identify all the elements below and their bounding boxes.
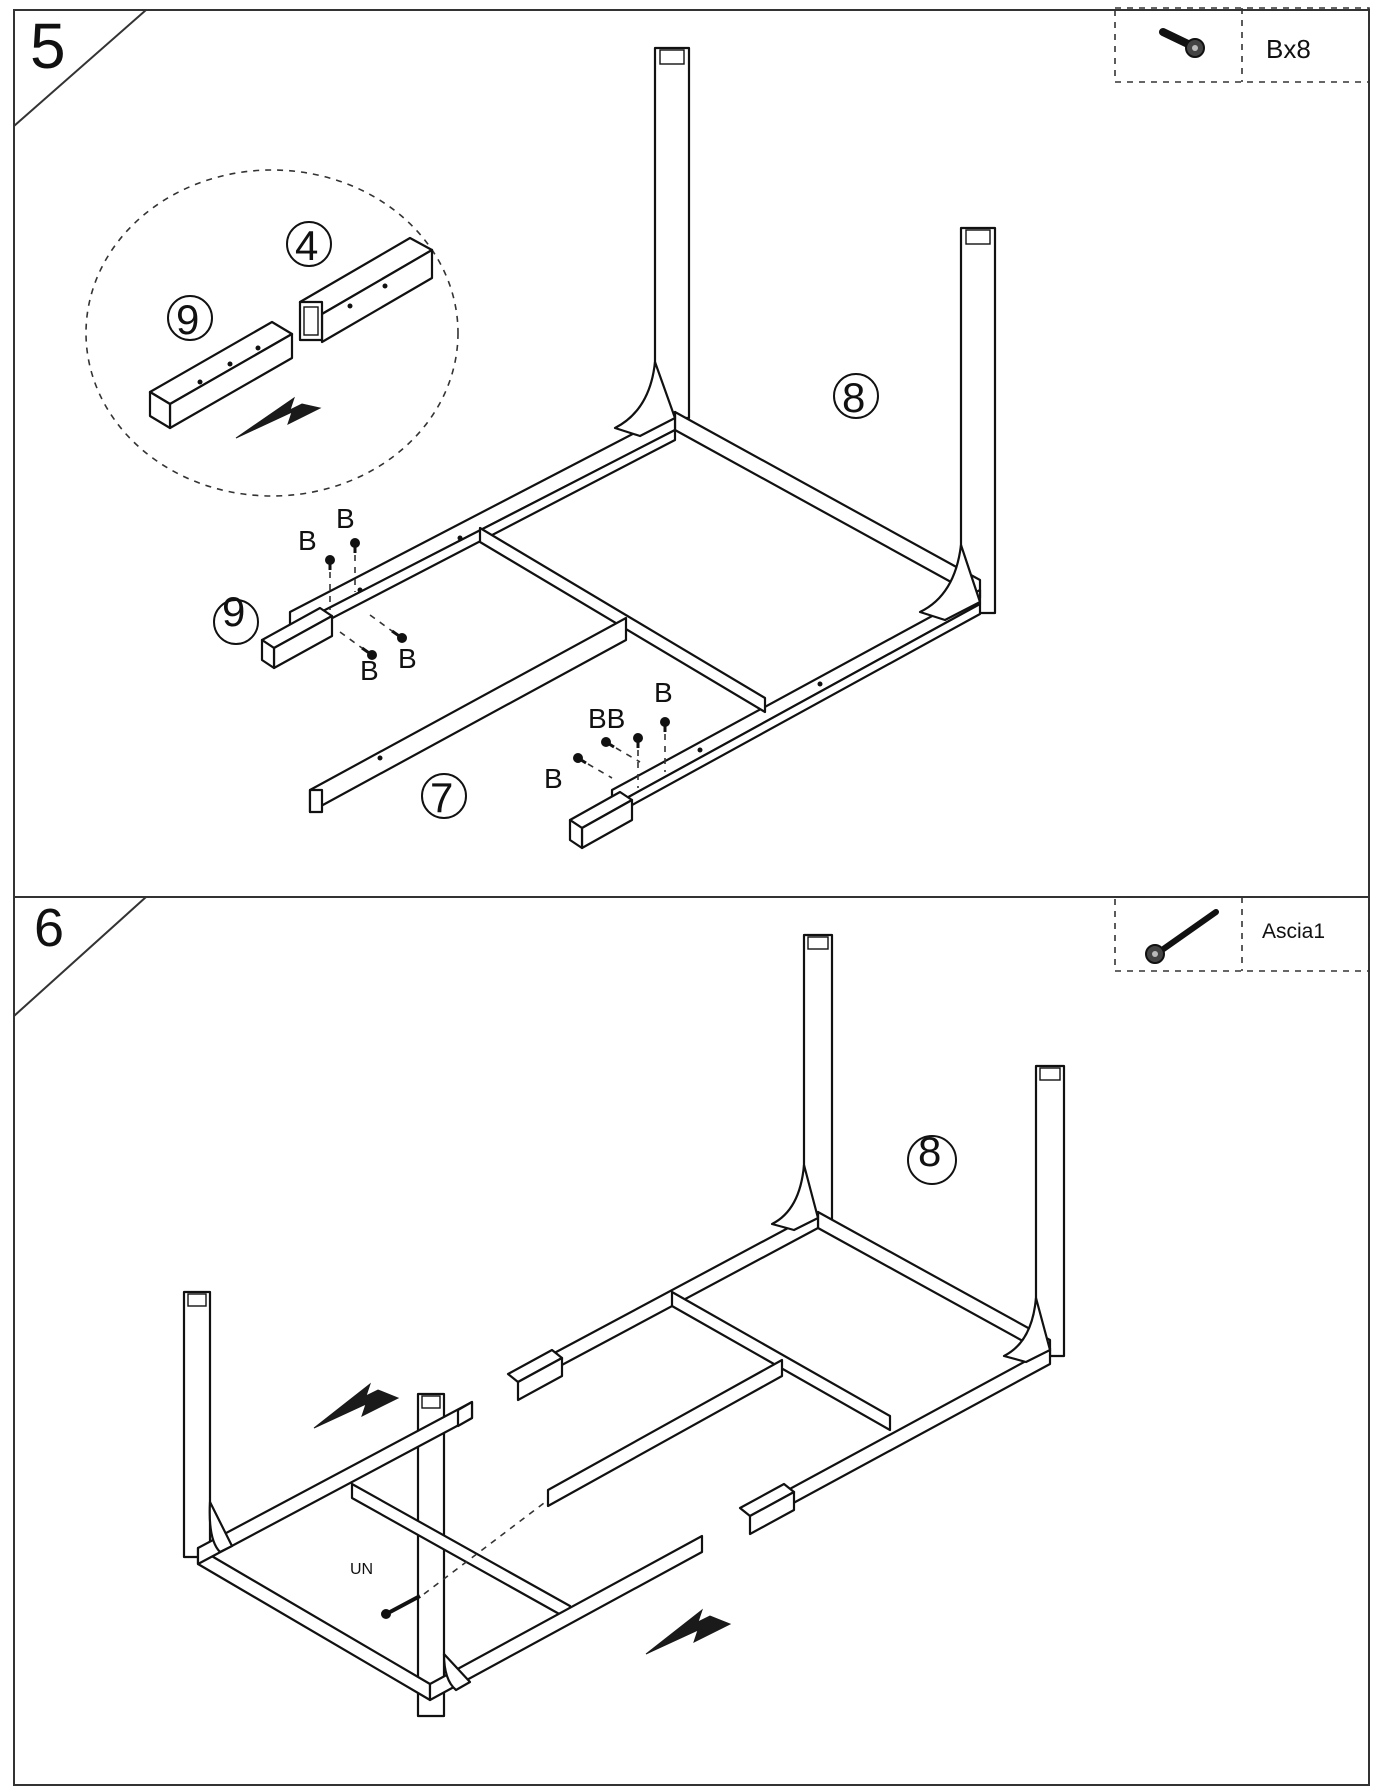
- step-6-bolt: UN: [350, 1499, 549, 1619]
- part-callout-9-inset: 9: [167, 295, 213, 343]
- step-5-panel: 5 Bx8: [13, 7, 1370, 898]
- short-screw-icon: [1159, 28, 1205, 58]
- svg-text:9: 9: [176, 296, 199, 343]
- c-channel-profile: [148, 320, 294, 430]
- step-5-hardware-label: Bx8: [1266, 34, 1311, 64]
- square-tube: [298, 236, 434, 344]
- screw-icon: [633, 733, 643, 788]
- part-callout-7: 7: [421, 773, 467, 821]
- connector-right: [568, 790, 634, 850]
- step-6-hardware-label: Ascia1: [1262, 920, 1325, 943]
- svg-text:7: 7: [430, 774, 453, 821]
- bolt-label: UN: [350, 1561, 373, 1578]
- insert-arrow: [235, 396, 322, 439]
- step-6-hardware-box: Ascia1: [1114, 896, 1370, 972]
- step-6-back-frame: [506, 933, 1066, 1536]
- screw-label: B: [398, 643, 417, 674]
- step-5-number: 5: [30, 10, 66, 82]
- inset-detail: 9 4: [85, 169, 459, 497]
- step-5-frame: [260, 46, 997, 850]
- svg-text:4: 4: [295, 222, 318, 269]
- connector-left: [260, 606, 334, 670]
- step-5-screws: B B B B B BB B: [298, 503, 673, 794]
- part-callout-8: 8: [907, 1128, 957, 1185]
- part-callout-4-inset: 4: [286, 221, 332, 269]
- svg-text:9: 9: [222, 588, 245, 635]
- svg-text:8: 8: [842, 374, 865, 421]
- screw-label: B: [336, 503, 355, 534]
- part-callout-9: 9: [213, 588, 259, 645]
- screw-icon: [325, 555, 335, 610]
- screw-label: B: [654, 677, 673, 708]
- step-6-front-frame: [182, 1290, 704, 1718]
- screw-label: B: [360, 655, 379, 686]
- screw-icon: [369, 614, 407, 643]
- screw-icon: [660, 717, 670, 772]
- svg-text:8: 8: [918, 1128, 941, 1175]
- step-6-number: 6: [34, 898, 64, 958]
- push-arrow-right: [645, 1608, 732, 1655]
- connector: [506, 1348, 564, 1402]
- screw-icon: [601, 737, 641, 763]
- screw-icon: [350, 538, 360, 592]
- connector: [738, 1482, 796, 1536]
- screw-pair-label: BB: [588, 703, 625, 734]
- screw-icon: [339, 631, 377, 660]
- step-5-hardware-box: Bx8: [1114, 7, 1370, 83]
- push-arrow-left: [313, 1382, 400, 1429]
- screw-icon: [573, 753, 613, 779]
- step-6-panel: 6 Ascia1: [13, 896, 1370, 1786]
- long-bolt-icon: [1145, 909, 1219, 964]
- screw-label: B: [298, 525, 317, 556]
- screw-label: B: [544, 763, 563, 794]
- part-callout-8: 8: [833, 373, 879, 421]
